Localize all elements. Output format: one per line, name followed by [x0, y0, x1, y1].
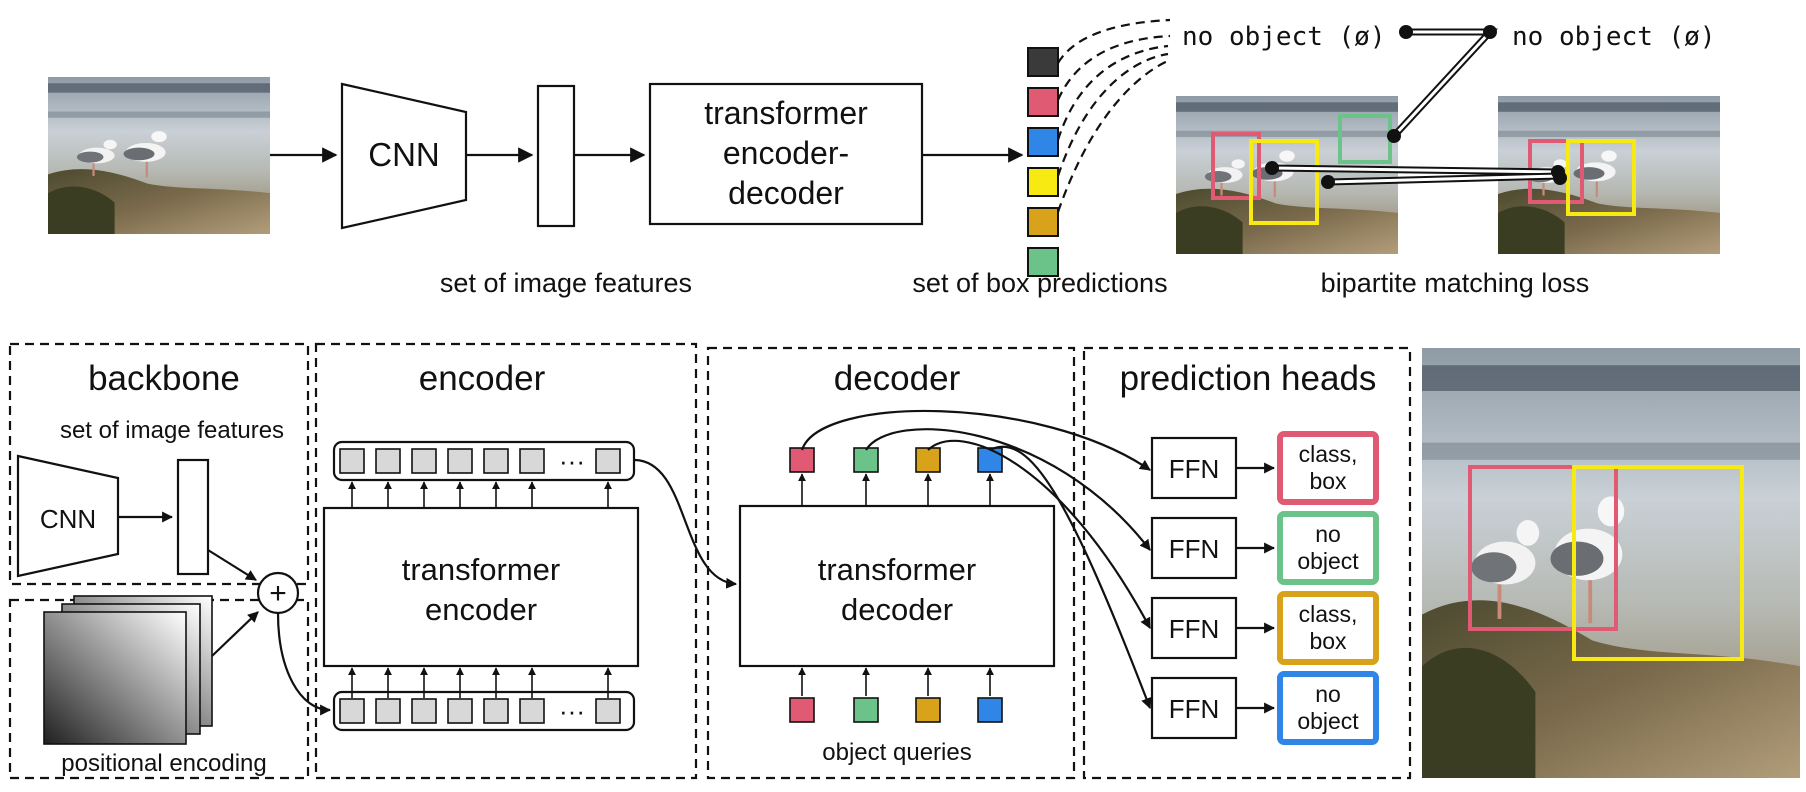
encoder-input-token — [595, 698, 621, 724]
cnn-label-bottom: CNN — [40, 504, 96, 534]
label-set-of-box-predictions: set of box predictions — [912, 268, 1167, 298]
input-image-top — [48, 77, 270, 234]
box-prediction-orange — [1027, 207, 1059, 237]
transformer-decoder-label-1: transformer — [818, 552, 976, 587]
transformer-label-top-2: encoder- — [723, 135, 849, 171]
object-query-orange — [915, 697, 941, 723]
image-features-block-top — [536, 84, 576, 228]
object-queries-label: object queries — [822, 739, 971, 766]
encoder-output-token — [595, 448, 621, 474]
encoder-output-token — [447, 448, 473, 474]
cnn-block-bottom — [16, 454, 120, 578]
encoder-input-token — [483, 698, 509, 724]
box-prediction-dark — [1027, 47, 1059, 77]
encoder-title: encoder — [419, 359, 546, 398]
gt-box-yellow — [1566, 139, 1636, 216]
positional-encoding-maps — [43, 611, 187, 745]
object-query-blue — [977, 697, 1003, 723]
result-box-pink — [1468, 465, 1618, 631]
ffn-label: FFN — [1169, 614, 1220, 644]
ffn-label: FFN — [1169, 534, 1220, 564]
transformer-label-top-1: transformer — [704, 95, 868, 131]
head-output-text: box — [1309, 468, 1347, 494]
no-object-label-right: no object (ø) — [1512, 22, 1716, 52]
matching-lines — [1265, 25, 1567, 189]
cnn-block-top — [340, 82, 468, 230]
head-output-text: class, — [1299, 441, 1358, 467]
prediction-heads-title: prediction heads — [1120, 359, 1377, 398]
backbone-title: backbone — [88, 359, 240, 398]
ffn-label: FFN — [1169, 694, 1220, 724]
transformer-encoder-label-1: transformer — [402, 552, 560, 587]
encoder-ellipsis-bottom: ··· — [559, 696, 585, 726]
ffn-block — [1150, 516, 1238, 580]
encoder-output-token — [483, 448, 509, 474]
heads-section — [1082, 346, 1412, 780]
encoder-input-token — [411, 698, 437, 724]
encoder-input-token — [519, 698, 545, 724]
encoder-output-token — [375, 448, 401, 474]
transformer-decoder-block — [738, 504, 1056, 668]
box-prediction-blue — [1027, 127, 1059, 157]
box-prediction-green — [1027, 247, 1059, 277]
positional-encoding-label: positional encoding — [61, 750, 267, 777]
head-output-text: object — [1297, 548, 1359, 574]
box-prediction-pink — [1027, 87, 1059, 117]
pred-box-yellow — [1249, 139, 1319, 225]
object-query-green — [853, 697, 879, 723]
head-output-text: object — [1297, 708, 1359, 734]
head-output-green — [1277, 511, 1379, 585]
ffn-block — [1150, 596, 1238, 660]
head-output-text: box — [1309, 628, 1347, 654]
ffn-block — [1150, 676, 1238, 740]
encoder-output-token — [339, 448, 365, 474]
prediction-image — [1176, 96, 1398, 254]
transformer-encoder-label-2: encoder — [425, 592, 537, 627]
top-pipeline: CNN transformer encoder- decoder no obje… — [48, 18, 1720, 298]
transformer-encoder-block — [322, 506, 640, 668]
encoder-output-token — [411, 448, 437, 474]
positional-section — [8, 598, 310, 780]
decoder-title: decoder — [834, 359, 961, 398]
no-object-label-left: no object (ø) — [1182, 22, 1386, 52]
head-output-text: no — [1315, 681, 1341, 707]
label-bipartite-matching-loss: bipartite matching loss — [1321, 268, 1590, 298]
encoder-input-token — [447, 698, 473, 724]
box-predictions-stack — [1027, 47, 1059, 277]
head-output-pink — [1277, 431, 1379, 505]
plus-sign: + — [269, 577, 287, 610]
label-set-of-image-features: set of image features — [440, 268, 692, 298]
ffn-block — [1150, 436, 1238, 500]
transformer-block-top — [648, 82, 924, 226]
transformer-label-top-3: decoder — [728, 175, 844, 211]
encoder-section — [314, 342, 698, 780]
transformer-decoder-label-2: decoder — [841, 592, 953, 627]
decoder-output-green — [853, 447, 879, 473]
box-prediction-yellow — [1027, 167, 1059, 197]
object-query-pink — [789, 697, 815, 723]
image-features-block-bottom — [176, 458, 210, 576]
encoder-input-token — [339, 698, 365, 724]
decoder-output-orange — [915, 447, 941, 473]
encoder-output-token — [519, 448, 545, 474]
head-output-text: class, — [1299, 601, 1358, 627]
head-output-blue — [1277, 671, 1379, 745]
decoder-section — [706, 346, 1076, 780]
cnn-label-top: CNN — [368, 136, 440, 173]
pred-box-pink — [1211, 132, 1261, 200]
backbone-features-label: set of image features — [60, 417, 284, 444]
encoder-input-token — [375, 698, 401, 724]
decoder-output-blue — [977, 447, 1003, 473]
encoder-ellipsis-top: ··· — [559, 446, 585, 476]
head-output-orange — [1277, 591, 1379, 665]
head-output-text: no — [1315, 521, 1341, 547]
decoder-output-pink — [789, 447, 815, 473]
result-box-yellow — [1572, 465, 1744, 661]
ffn-label: FFN — [1169, 454, 1220, 484]
